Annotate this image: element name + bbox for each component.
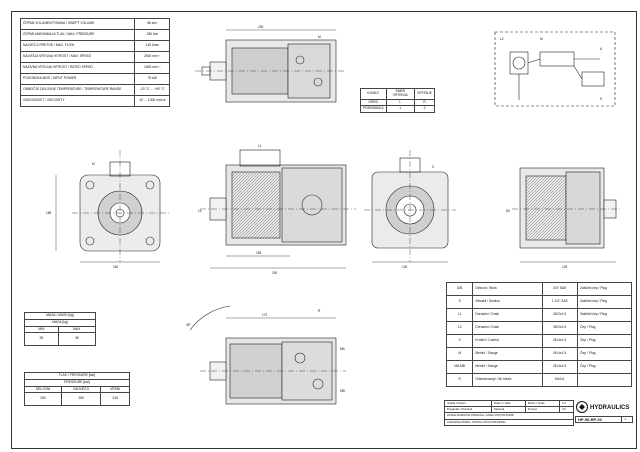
dim-bottom-length: 172 (262, 313, 268, 317)
pressure-value-2: 315 (100, 392, 130, 407)
dim-top-width: 230 (258, 25, 264, 29)
label-r: R (318, 309, 321, 313)
title-block: Izdelal / Drawn Datum / Date Merilo / Sc… (443, 399, 574, 426)
mass-table: MASA / MASS [kg] MASA [kg] MIN MAX 35 38 (24, 312, 97, 347)
schem-label-l2: L2 (500, 37, 504, 41)
port-note (577, 373, 632, 387)
port-code: R (445, 373, 474, 387)
dim-side-flange: 155 (256, 251, 262, 255)
dim-side-length: 200 (272, 271, 278, 275)
pressure-value-1: 280 (61, 392, 102, 407)
label-m2: M (92, 162, 95, 166)
title-block-number: HP-56-RP-01 1 (574, 415, 633, 424)
schem-label-m: M (540, 37, 543, 41)
label-mb: MB (340, 389, 345, 393)
dim-rear-width: 130 (402, 265, 408, 269)
right-side-view: 125 63 (506, 167, 622, 269)
tb-scale-label: Merilo / Scale (524, 399, 561, 408)
tb-format: A3 (559, 406, 574, 414)
mass-value-min: 35 (24, 332, 59, 347)
schem-label-s: S (600, 97, 602, 101)
tb-scale: 1:2 (559, 399, 574, 408)
tb-checked: Pregledal / Checked (443, 406, 493, 414)
front-view-left: 160 185 M (46, 150, 170, 269)
rotation-table: KONEC SMER VRTENJA VRTENJE GRED L R PRIR… (360, 88, 435, 114)
spec-value: 10 … 1000 mm²/s (134, 95, 170, 107)
company-name: HYDRAULICS (590, 405, 629, 411)
rotation-cell: 2 (414, 105, 435, 114)
tb-drawn: Izdelal / Drawn (443, 399, 493, 408)
dim-angle: 45° (186, 323, 192, 327)
tb-subtitle: VGRADNA RISBA / INSTALLATION DRAWING (444, 418, 574, 426)
dim-front-height: 185 (46, 211, 52, 215)
label-x: X (432, 165, 435, 169)
spec-label: VISKOZNOST / VISCOSITY (19, 95, 136, 107)
bottom-view: 172 45° MA MB R (186, 305, 346, 405)
label-l1: L1 (258, 144, 262, 148)
sheet-frame (11, 11, 637, 449)
tb-title: AKSIALNA BATNA ČRPALKA / AXIAL PISTON PU… (444, 412, 574, 420)
rear-view: 130 X (364, 150, 456, 269)
mass-value-max: 38 (57, 332, 97, 347)
label-m-top: M (318, 35, 321, 39)
pressure-table: TLAK / PRESSURE [bar] PRESSURE [bar] DEL… (23, 372, 130, 407)
company-logo: HYDRAULICS (575, 400, 633, 414)
dim-front-width: 160 (113, 265, 119, 269)
tb-format-label: Format (524, 406, 561, 414)
hydraulic-schematic: L2 M A S (494, 31, 616, 107)
tb-sheet: 1 (621, 415, 633, 424)
dim-right-length: 125 (562, 265, 568, 269)
side-view: 200 155 L1 14 (198, 144, 356, 275)
schem-label-a: A (600, 47, 603, 51)
dim-shaft: 14 (198, 209, 202, 213)
tb-number: HP-56-RP-01 (574, 415, 623, 424)
dim-right-height: 63 (506, 209, 510, 213)
label-ma: MA (340, 347, 346, 351)
top-view: 230 M (195, 25, 345, 103)
port-desc: Odzračevanje / Air bleed (472, 373, 543, 387)
